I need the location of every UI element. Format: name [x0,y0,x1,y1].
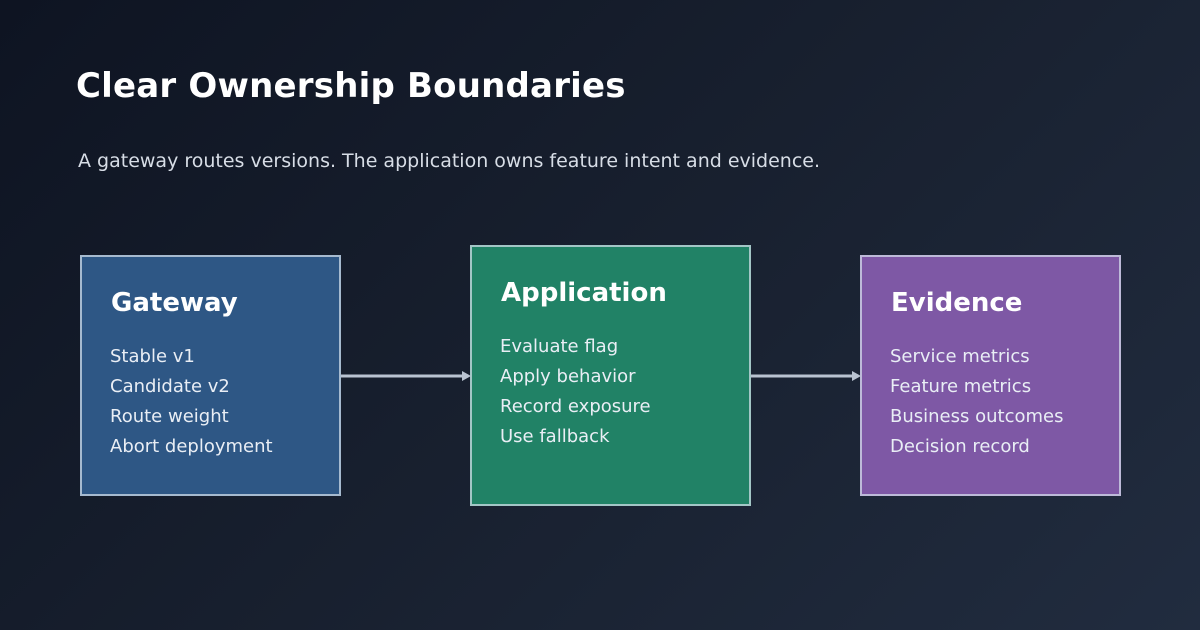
gateway-box: Gateway Stable v1 Candidate v2 Route wei… [80,255,341,496]
gateway-item: Abort deployment [110,436,273,457]
application-box: Application Evaluate flag Apply behavior… [470,245,751,506]
application-box-title: Application [501,278,667,308]
page-subtitle: A gateway routes versions. The applicati… [78,150,821,172]
evidence-item: Business outcomes [890,406,1064,427]
application-item: Apply behavior [500,366,636,387]
gateway-item: Candidate v2 [110,376,230,397]
application-item: Evaluate flag [500,336,619,357]
evidence-item-list: Service metrics Feature metrics Business… [890,342,1063,462]
evidence-item: Service metrics [890,346,1030,367]
gateway-item-list: Stable v1 Candidate v2 Route weight Abor… [110,342,273,462]
gateway-item: Stable v1 [110,346,195,367]
application-item: Record exposure [500,396,651,417]
gateway-to-application-arrow [341,371,471,381]
evidence-item: Decision record [890,436,1030,457]
application-item: Use fallback [500,426,610,447]
application-item-list: Evaluate flag Apply behavior Record expo… [500,332,651,452]
evidence-item: Feature metrics [890,376,1032,397]
page-title: Clear Ownership Boundaries [76,66,626,106]
evidence-box-title: Evidence [891,288,1023,318]
gateway-item: Route weight [110,406,229,427]
application-to-evidence-arrow [751,371,861,381]
gateway-box-title: Gateway [111,288,238,318]
evidence-box: Evidence Service metrics Feature metrics… [860,255,1121,496]
